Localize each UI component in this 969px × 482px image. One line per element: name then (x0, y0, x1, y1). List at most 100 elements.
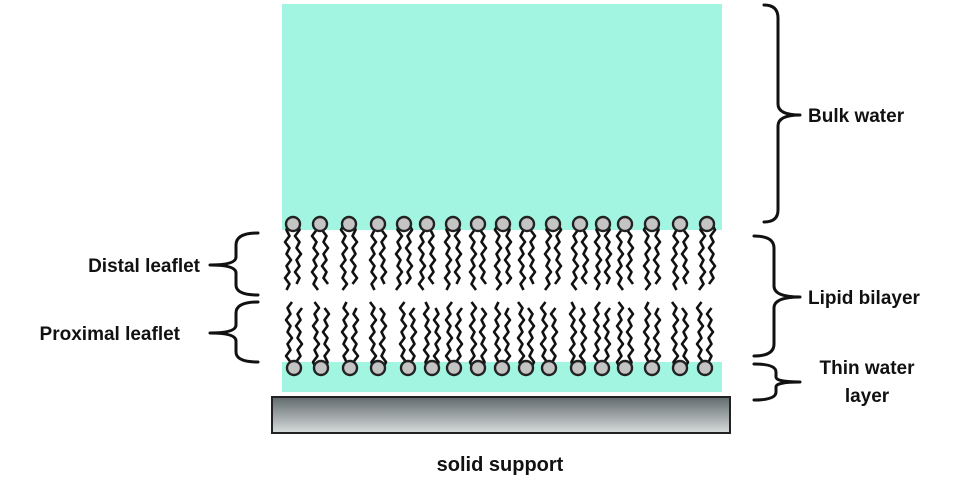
lipid-head (540, 359, 558, 377)
lipid-tail (349, 223, 359, 285)
lipid-head (571, 215, 589, 233)
lipid-tail (578, 307, 588, 369)
lipid-tail (394, 223, 404, 291)
lipid-tail (503, 223, 513, 285)
distal-leaflet-brace (208, 231, 260, 297)
lipid-head (418, 215, 436, 233)
lipid-tail (580, 223, 590, 285)
lipid-distal (570, 215, 590, 291)
lipid-proximal (615, 301, 635, 377)
lipid-head (671, 359, 689, 377)
lipid-tail (593, 223, 603, 291)
lipid-tail (652, 307, 662, 369)
lipid-proximal (311, 301, 331, 377)
lipid-tail (527, 223, 537, 285)
lipid-bilayer (283, 215, 717, 377)
lipid-tail (283, 223, 293, 291)
lipid-head (493, 359, 511, 377)
lipid-distal (339, 215, 359, 291)
lipid-tail (468, 301, 478, 369)
lipid-tail (443, 223, 453, 291)
lipid-tail (705, 307, 715, 369)
lipid-head (696, 359, 714, 377)
lipid-tail (444, 301, 454, 369)
lipid-tail (320, 223, 330, 285)
lipid-tail (516, 301, 526, 369)
lipid-distal (394, 215, 414, 291)
lipid-head (594, 215, 612, 233)
lipid-distal (517, 215, 537, 291)
lipid-head (469, 359, 487, 377)
thin-water-label-line1: Thin water (819, 358, 915, 379)
lipid-distal (493, 215, 513, 291)
lipid-tail (615, 223, 625, 291)
lipid-head (341, 359, 359, 377)
lipid-tail (642, 223, 652, 291)
lipid-head (643, 215, 661, 233)
lipid-head (593, 359, 611, 377)
lipid-tail (427, 223, 437, 285)
lipid-proximal (422, 301, 442, 377)
lipid-tail (368, 223, 378, 291)
lipid-tail (549, 307, 559, 369)
lipid-bilayer-brace (752, 234, 802, 358)
lipid-tail (478, 307, 488, 369)
lipid-tail (625, 223, 635, 285)
lipid-proximal (444, 301, 464, 377)
lipid-tail (570, 223, 580, 291)
bulk-water-label: Bulk water (808, 106, 905, 127)
lipid-head (518, 215, 536, 233)
lipid-head (494, 215, 512, 233)
lipid-distal (368, 215, 388, 291)
lipid-tail (517, 223, 527, 291)
lipid-head (444, 215, 462, 233)
lipid-proximal (492, 301, 512, 377)
lipid-distal (593, 215, 613, 291)
thin-water-label-line2: layer (845, 386, 890, 407)
lipid-distal (697, 215, 717, 291)
lipid-head (445, 359, 463, 377)
lipid-head (423, 359, 441, 377)
lipid-tail (368, 301, 378, 369)
lipid-tail (543, 223, 553, 291)
lipid-tail (404, 223, 414, 285)
lipid-tail (284, 301, 294, 369)
lipid-tail (311, 301, 321, 369)
proximal-leaflet-brace (208, 300, 260, 364)
lipid-tail (350, 307, 360, 369)
lipid-proximal (284, 301, 304, 377)
thin-water-brace (752, 362, 802, 402)
lipid-tail (310, 223, 320, 291)
lipid-proximal (592, 301, 612, 377)
lipid-distal (670, 215, 690, 291)
lipid-proximal (642, 301, 662, 377)
lipid-head (671, 215, 689, 233)
lipid-tail (625, 307, 635, 369)
lipid-proximal (516, 301, 536, 377)
lipid-tail (553, 223, 563, 285)
lipid-tail (398, 301, 408, 369)
lipid-tail (422, 301, 432, 369)
lipid-tail (293, 223, 303, 285)
lipid-head (616, 359, 634, 377)
lipid-head (616, 215, 634, 233)
lipid-tail (468, 223, 478, 291)
lipid-head (399, 359, 417, 377)
lipid-head (698, 215, 716, 233)
lipid-tail (670, 301, 680, 369)
lipid-tail (492, 301, 502, 369)
lipid-distal (468, 215, 488, 291)
lipid-head (395, 215, 413, 233)
lipid-head (312, 359, 330, 377)
lipid-proximal (539, 301, 559, 377)
lipid-head (285, 359, 303, 377)
bulk-water-region (282, 4, 722, 230)
lipid-head (569, 359, 587, 377)
lipid-tail (339, 223, 349, 291)
lipid-head (544, 215, 562, 233)
solid-support-bar (271, 396, 731, 434)
lipid-proximal (340, 301, 360, 377)
lipid-head (643, 359, 661, 377)
lipid-tail (417, 223, 427, 291)
lipid-proximal (670, 301, 690, 377)
